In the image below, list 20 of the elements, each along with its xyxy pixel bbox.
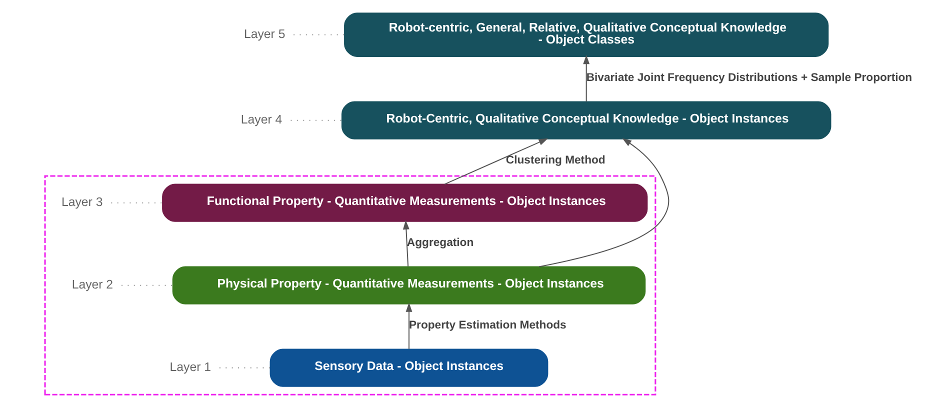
node-text: Layer 5 — [244, 26, 286, 40]
node-box: Functional Property - Quantitative Measurements - Object Instances — [162, 183, 648, 222]
edge-label: Aggregation — [406, 236, 474, 248]
node-text: Layer 3 — [62, 194, 103, 209]
cluster — [44, 174, 656, 395]
edge-label: Clustering Method — [506, 154, 606, 166]
node-text: Layer 1 — [170, 360, 212, 374]
node-box: Physical Property - Quantitative Measurements - Object Instances — [172, 266, 646, 304]
arrow — [583, 54, 590, 102]
node-box: Sensory Data - Object Instances — [270, 348, 548, 386]
node-box: Robot-Centric, Qualitative Conceptual Knowledge - Object Instances — [341, 100, 832, 139]
node-text: Layer 2 — [72, 277, 114, 292]
node-text: Layer 4 — [240, 112, 282, 126]
arrow — [444, 138, 548, 184]
arrow — [402, 220, 410, 266]
arrow — [406, 302, 412, 348]
arrow — [538, 138, 670, 267]
edge-label: Bivariate Joint Frequency Distributions + Sample Proportion — [586, 71, 912, 84]
node-box: Robot-centric, General, Relative, Qualitative Conceptual Knowledge - Object Classes — [344, 12, 829, 56]
edge-label: Property Estimation Methods — [408, 318, 566, 331]
